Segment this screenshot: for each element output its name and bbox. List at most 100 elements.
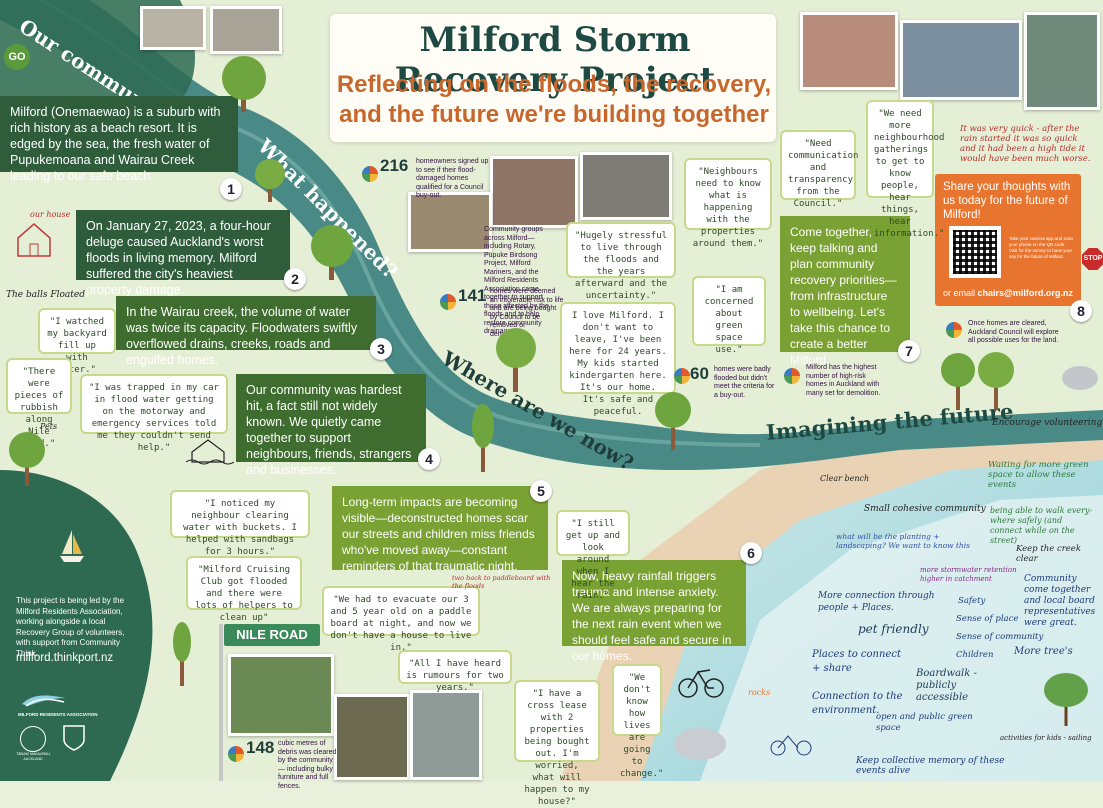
photo-nile-road	[228, 654, 334, 736]
mra-name: MILFORD RESIDENTS ASSOCIATION	[18, 712, 98, 717]
tree-icon	[255, 159, 285, 202]
title-card	[330, 14, 776, 142]
stat-141-number: 141	[458, 286, 487, 305]
bicycle-sketch-icon	[770, 735, 812, 756]
stat-60: 60 homes were badly flooded but didn't m…	[674, 364, 778, 399]
note-very-quick: It was very quick - after the rain start…	[960, 124, 1091, 164]
photo-flooded-road	[1024, 12, 1100, 110]
number-badge-6: 6	[740, 542, 762, 564]
share-email-prefix: or email	[943, 288, 976, 298]
quote-communication: "Need communication and transparency fro…	[780, 130, 858, 209]
stat-148: 148 cubic metres of debris was cleared b…	[228, 738, 338, 790]
tree-icon	[222, 56, 266, 112]
note-keep-memory: Keep collective memory of these events a…	[856, 756, 1005, 776]
quote-hugely-stressful: "Hugely stressful to live through the fl…	[566, 222, 676, 301]
note-pets: Pets	[40, 422, 58, 431]
tree-icon	[472, 404, 494, 472]
quote-green-space: "I am concerned about green space use."	[692, 276, 766, 355]
number-badge-7: 7	[898, 340, 920, 362]
note-children: Children	[956, 650, 994, 660]
tamaki-name: TĀMAKI MAKAURAU AUCKLAND	[16, 752, 50, 761]
quote-hear-rain: "I still get up and look around when I h…	[556, 510, 630, 601]
stat-141: 141 homes were deemed an intolerable ris…	[440, 286, 564, 338]
note-bench: Clear bench	[820, 474, 870, 483]
bicycle-icon	[678, 669, 724, 698]
share-email-line: or email chairs@milford.org.nz	[943, 288, 1083, 298]
sailboat-icon	[58, 528, 86, 564]
page-title: Milford Storm Recovery Project	[394, 20, 716, 100]
historic-photo-1	[140, 6, 206, 50]
number-badge-8: 8	[1070, 300, 1092, 322]
milford-highest-note: Milford has the highest number of high-r…	[806, 364, 881, 397]
tree-icon	[311, 225, 353, 280]
note-encourage: Encourage volunteering	[992, 418, 1103, 428]
number-badge-3: 3	[370, 338, 392, 360]
share-title: Share your thoughts with us today for th…	[943, 181, 1071, 221]
tree-sketch-icon	[1044, 673, 1088, 726]
project-url[interactable]: milford.thinkport.nz	[16, 652, 114, 664]
tree-icon	[173, 622, 191, 686]
quote-cross-lease: "I have a cross lease with 2 properties …	[514, 680, 600, 807]
note-pet-friendly: pet friendly	[858, 622, 929, 636]
note-waiting-green: Waiting for more green space to allow th…	[988, 460, 1089, 490]
photo-street-flood	[900, 20, 1022, 100]
photo-cleanup	[408, 192, 492, 252]
community-groups-note: Community groups across Milford—includin…	[484, 226, 549, 335]
photo-debris	[580, 152, 672, 220]
stat-216-text: homeowners signed up to see if their flo…	[416, 158, 489, 199]
box-our-community: Milford (Onemaewao) is a suburb with ric…	[0, 96, 238, 183]
note-open-green: open and public green space	[876, 712, 973, 733]
note-places-connect: Places to connect + share	[812, 649, 901, 674]
note-rocks: rocks	[748, 688, 771, 697]
house-sketch-icon	[17, 223, 51, 257]
stat-60-text: homes were badly flooded but didn't meet…	[714, 366, 775, 399]
tree-icon	[496, 328, 536, 392]
note-planting: what will be the planting + landscaping?…	[836, 532, 970, 550]
flooded-house-sketch-icon	[186, 439, 234, 465]
stat-216: 216 homeowners signed up to see if their…	[362, 156, 492, 199]
quote-evacuate: "We had to evacuate our 3 and 5 year old…	[322, 586, 480, 653]
quote-trapped-car: "I was trapped in my car in flood water …	[80, 374, 228, 453]
note-safety: Safety	[958, 596, 986, 606]
historic-photo-2	[210, 6, 282, 54]
note-boardwalk: Boardwalk - publicly accessible	[916, 668, 977, 703]
note-community-come: Community come together and local board …	[1024, 574, 1096, 628]
pie-icon	[784, 368, 800, 384]
stat-148-text: cubic metres of debris was cleared by th…	[278, 740, 337, 790]
quote-love-milford: I love Milford. I don't want to leave, I…	[560, 302, 676, 417]
pie-icon	[946, 322, 962, 338]
box-heavy-rainfall: Now, heavy rainfall triggers trauma and …	[562, 560, 746, 663]
note-more-connection: More connection through people + Places.	[818, 591, 935, 613]
box-community-hit: Our community was hardest hit, a fact st…	[236, 374, 426, 477]
qr-code[interactable]	[949, 226, 1001, 278]
stat-highest: Milford has the highest number of high-r…	[784, 362, 888, 397]
project-note: This project is being led by the Milford…	[16, 596, 125, 658]
quote-backyard: "I watched my backyard fill up with wate…	[38, 308, 116, 375]
number-badge-5: 5	[530, 480, 552, 502]
note-walk: being able to walk every-where safely (a…	[990, 506, 1093, 545]
note-small-cohesive: Small cohesive community	[864, 504, 986, 514]
quote-cruising-club: "Milford Cruising Club got flooded and t…	[186, 556, 302, 623]
share-card: Share your thoughts with us today for th…	[935, 174, 1081, 306]
number-badge-1: 1	[220, 178, 242, 200]
quote-gatherings: "We need more neighbourhood gatherings t…	[866, 100, 944, 239]
pie-icon	[674, 368, 690, 384]
photo-flooded-yard	[410, 690, 482, 780]
rock-icon	[674, 728, 726, 760]
pie-icon	[228, 746, 244, 762]
stat-216-number: 216	[380, 156, 409, 175]
auckland-council-logo-icon	[20, 726, 46, 752]
photo-community-hall	[800, 12, 898, 90]
share-email-link[interactable]: chairs@milford.org.nz	[977, 288, 1073, 298]
note-paddleboard: two back to paddleboard with the floods	[452, 574, 551, 590]
note-keep-creek: Keep the creek clear	[1016, 544, 1081, 564]
nile-road-sign: NILE ROAD	[224, 624, 320, 646]
rock-icon	[1062, 366, 1098, 390]
subtitle-line-2: and the future we're building together	[339, 101, 769, 128]
mra-bird-logo-icon	[20, 692, 68, 708]
tree-icon	[655, 392, 691, 450]
stat-60-number: 60	[690, 364, 709, 383]
note-connection-env: Connection to the environment.	[812, 691, 903, 716]
pie-icon	[362, 166, 378, 182]
note-sense-place: Sense of place	[956, 614, 1019, 624]
